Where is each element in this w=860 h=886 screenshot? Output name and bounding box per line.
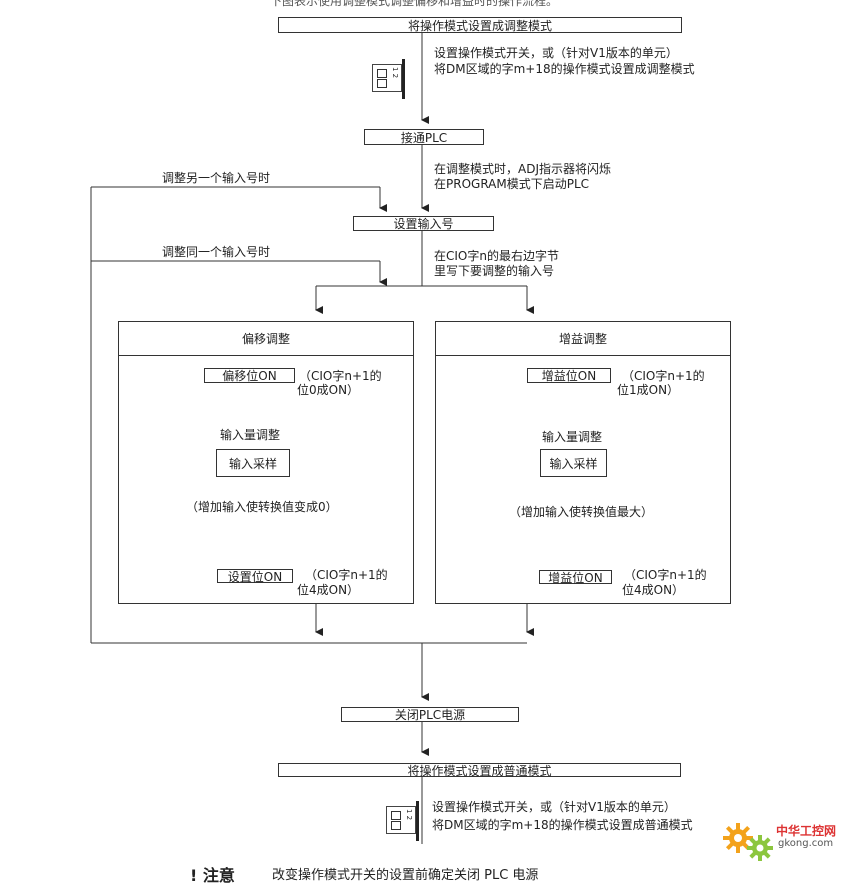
top-cut-text: 下图表示使用调整模式调整偏移和增益时的操作流程。 — [270, 0, 559, 8]
note-normal-mode-line1: 设置操作模式开关，或（针对V1版本的单元） — [432, 800, 676, 814]
step-power-on: 接通PLC — [364, 129, 484, 145]
note-power-on-line2: 在PROGRAM模式下启动PLC — [434, 177, 590, 191]
gear-icon — [723, 823, 773, 861]
caution-marker: ! 注意 — [190, 866, 235, 885]
offset-set-desc-line2: 位4成ON） — [297, 583, 360, 597]
offset-bit-desc-line2: 位0成ON） — [297, 383, 360, 397]
gain-panel-title: 增益调整 — [436, 322, 730, 356]
step-set-input-no: 设置输入号 — [353, 216, 494, 231]
gain-input-sample: 输入采样 — [540, 449, 607, 477]
note-power-on-line1: 在调整模式时，ADJ指示器将闪烁 — [434, 162, 611, 176]
gain-bit-desc-line2: 位1成ON） — [617, 383, 680, 397]
note-input-no-line1: 在CIO字n的最右边字节 — [434, 249, 559, 263]
offset-panel-title: 偏移调整 — [119, 322, 413, 356]
caution-text: 改变操作模式开关的设置前确定关闭 PLC 电源 — [272, 868, 539, 883]
note-adjust-mode-line2: 将DM区域的字m+18的操作模式设置成调整模式 — [434, 62, 695, 76]
step-set-normal-mode: 将操作模式设置成普通模式 — [278, 763, 681, 778]
gain-increase-note: （增加输入使转换值最大） — [509, 505, 654, 519]
gain-bit-desc-line1: （CIO字n+1的 — [622, 369, 705, 383]
gain-set-bit-on: 增益位ON — [539, 570, 612, 585]
loop-label-other-input: 调整另一个输入号时 — [162, 171, 271, 185]
logo-domain: gkong.com — [778, 838, 834, 849]
step-power-off: 关闭PLC电源 — [341, 707, 519, 722]
offset-set-desc-line1: （CIO字n+1的 — [305, 568, 388, 582]
logo-name: 中华工控网 — [776, 824, 837, 838]
dip-switch-icon-adjust: 1 2 — [372, 59, 405, 99]
offset-increase-note: （增加输入使转换值变成0） — [186, 500, 338, 514]
note-adjust-mode-line1: 设置操作模式开关，或（针对V1版本的单元） — [434, 46, 678, 60]
dip-switch-icon-normal: 1 2 — [386, 801, 419, 841]
gain-input-adjust: 输入量调整 — [542, 430, 603, 444]
offset-bit-on: 偏移位ON — [204, 368, 295, 383]
offset-set-bit-on: 设置位ON — [217, 569, 293, 584]
gain-set-desc-line1: （CIO字n+1的 — [624, 568, 707, 582]
offset-bit-desc-line1: （CIO字n+1的 — [299, 369, 382, 383]
loop-label-same-input: 调整同一个输入号时 — [162, 245, 271, 259]
offset-input-adjust: 输入量调整 — [220, 428, 281, 442]
step-set-adjust-mode: 将操作模式设置成调整模式 — [278, 17, 682, 33]
note-normal-mode-line2: 将DM区域的字m+18的操作模式设置成普通模式 — [432, 818, 693, 832]
offset-input-sample: 输入采样 — [216, 449, 290, 477]
gain-bit-on: 增益位ON — [527, 368, 611, 383]
gain-set-desc-line2: 位4成ON） — [622, 583, 685, 597]
note-input-no-line2: 里写下要调整的输入号 — [434, 264, 555, 278]
gkong-logo: 中华工控网 gkong.com — [720, 818, 850, 866]
